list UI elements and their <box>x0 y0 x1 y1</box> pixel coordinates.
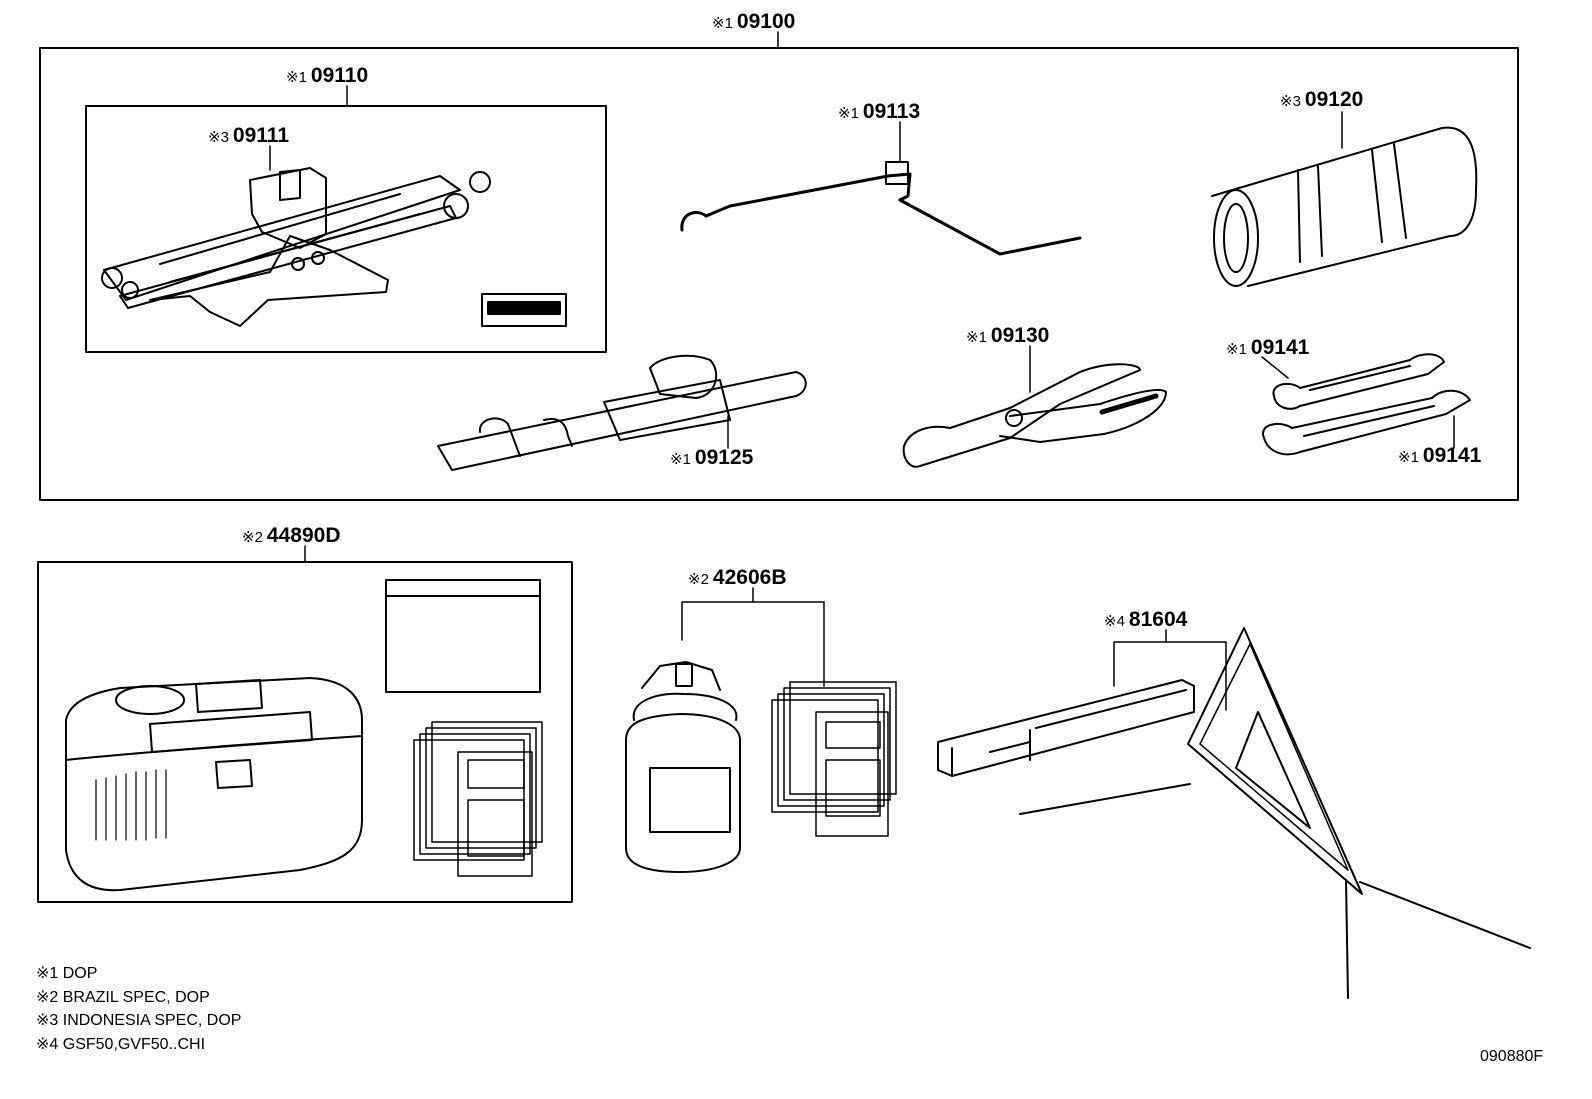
compressor-icon <box>65 677 363 892</box>
footnote-legend: ※1 DOP ※2 BRAZIL SPEC, DOP ※3 INDONESIA … <box>36 962 241 1056</box>
legend-note-2: ※2 BRAZIL SPEC, DOP <box>36 988 210 1006</box>
legend-note-4: ※4 GSF50,GVF50..CHI <box>36 1035 206 1053</box>
warning-triangle-case-icon <box>937 679 1195 777</box>
sealant-cards-icon <box>771 681 897 837</box>
legend-note-1: ※1 DOP <box>36 965 98 982</box>
wrench-icon-lower <box>1262 389 1471 456</box>
pliers-icon <box>902 363 1167 468</box>
jack-handle-icon <box>680 161 1082 256</box>
tool-strap-icon <box>437 354 807 471</box>
wrench-icon-upper <box>1272 353 1445 410</box>
scissor-jack-icon <box>101 167 491 327</box>
group-box-09110 <box>85 105 607 353</box>
instruction-cards-icon <box>413 721 543 877</box>
legend-note-3: ※3 INDONESIA SPEC, DOP <box>36 1012 242 1029</box>
group-box-09100 <box>39 47 1519 501</box>
group-box-44890D <box>37 561 573 903</box>
warning-triangle-icon <box>1019 627 1531 999</box>
sealant-bottle-icon <box>625 661 741 873</box>
tool-bag-icon <box>1211 126 1478 287</box>
diagram-code: 090880F <box>1480 1048 1544 1065</box>
leader-lines <box>269 31 1455 711</box>
label-plate-icon <box>481 293 567 327</box>
manual-booklet-icon <box>385 579 541 693</box>
